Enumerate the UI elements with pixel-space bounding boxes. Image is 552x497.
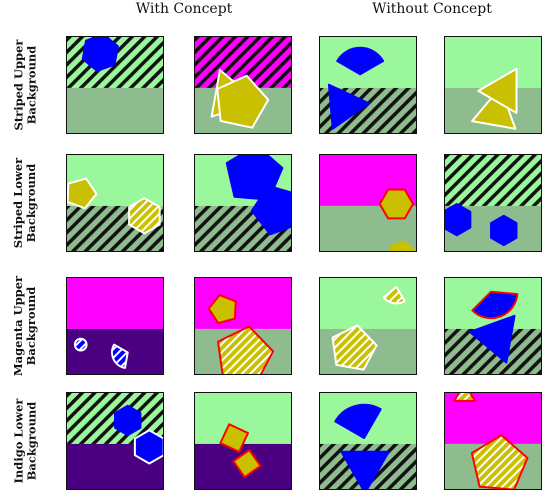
upper-background [195,278,291,329]
row-label-line: Background [25,399,38,484]
image-panel [194,277,292,375]
image-panel [194,392,292,490]
image-panel [319,392,417,490]
image-panel [319,277,417,375]
hexagon-shape [135,430,163,463]
row-label-line: Background [25,40,38,131]
hexagon-shape [491,216,516,245]
hexagon-shape [380,190,413,219]
panel-image [195,37,291,133]
image-panel [194,36,292,134]
hexagon-shape [129,198,160,233]
panel-image [67,155,163,251]
panel-image [67,37,163,133]
image-panel [444,392,542,490]
image-panel [319,36,417,134]
image-panel [194,154,292,252]
image-panel [66,154,164,252]
hexagon-shape [115,406,140,435]
image-panel [444,36,542,134]
upper-background [445,155,541,206]
circle-shape [75,339,87,351]
panel-image [320,37,416,133]
row-label-line: Background [25,158,38,248]
panel-image [320,155,416,251]
row-label-line: Magenta Upper [12,276,25,376]
upper-background [445,37,541,88]
panel-image [320,393,416,489]
panel-image [195,393,291,489]
upper-background [67,278,163,329]
image-panel [66,36,164,134]
image-panel [444,154,542,252]
triangle-shape [454,393,474,401]
column-header-with-concept: With Concept [72,0,296,18]
panel-image [195,278,291,374]
lower-background [67,88,163,133]
panel-image [195,155,291,251]
row-label-line: Background [25,276,38,376]
image-panel [66,277,164,375]
column-header-without-concept: Without Concept [320,0,544,18]
panel-image [320,278,416,374]
image-panel [444,277,542,375]
panel-image [67,278,163,374]
panel-image [67,393,163,489]
panel-image [445,393,541,489]
panel-image [445,278,541,374]
row-label-line: Indigo Lower [12,399,25,484]
row-label-line: Striped Lower [12,158,25,248]
panel-image [445,155,541,251]
image-panel [319,154,417,252]
row-label-line: Striped Upper [12,40,25,131]
panel-image [445,37,541,133]
image-panel [66,392,164,490]
hexagon-shape [445,204,470,235]
